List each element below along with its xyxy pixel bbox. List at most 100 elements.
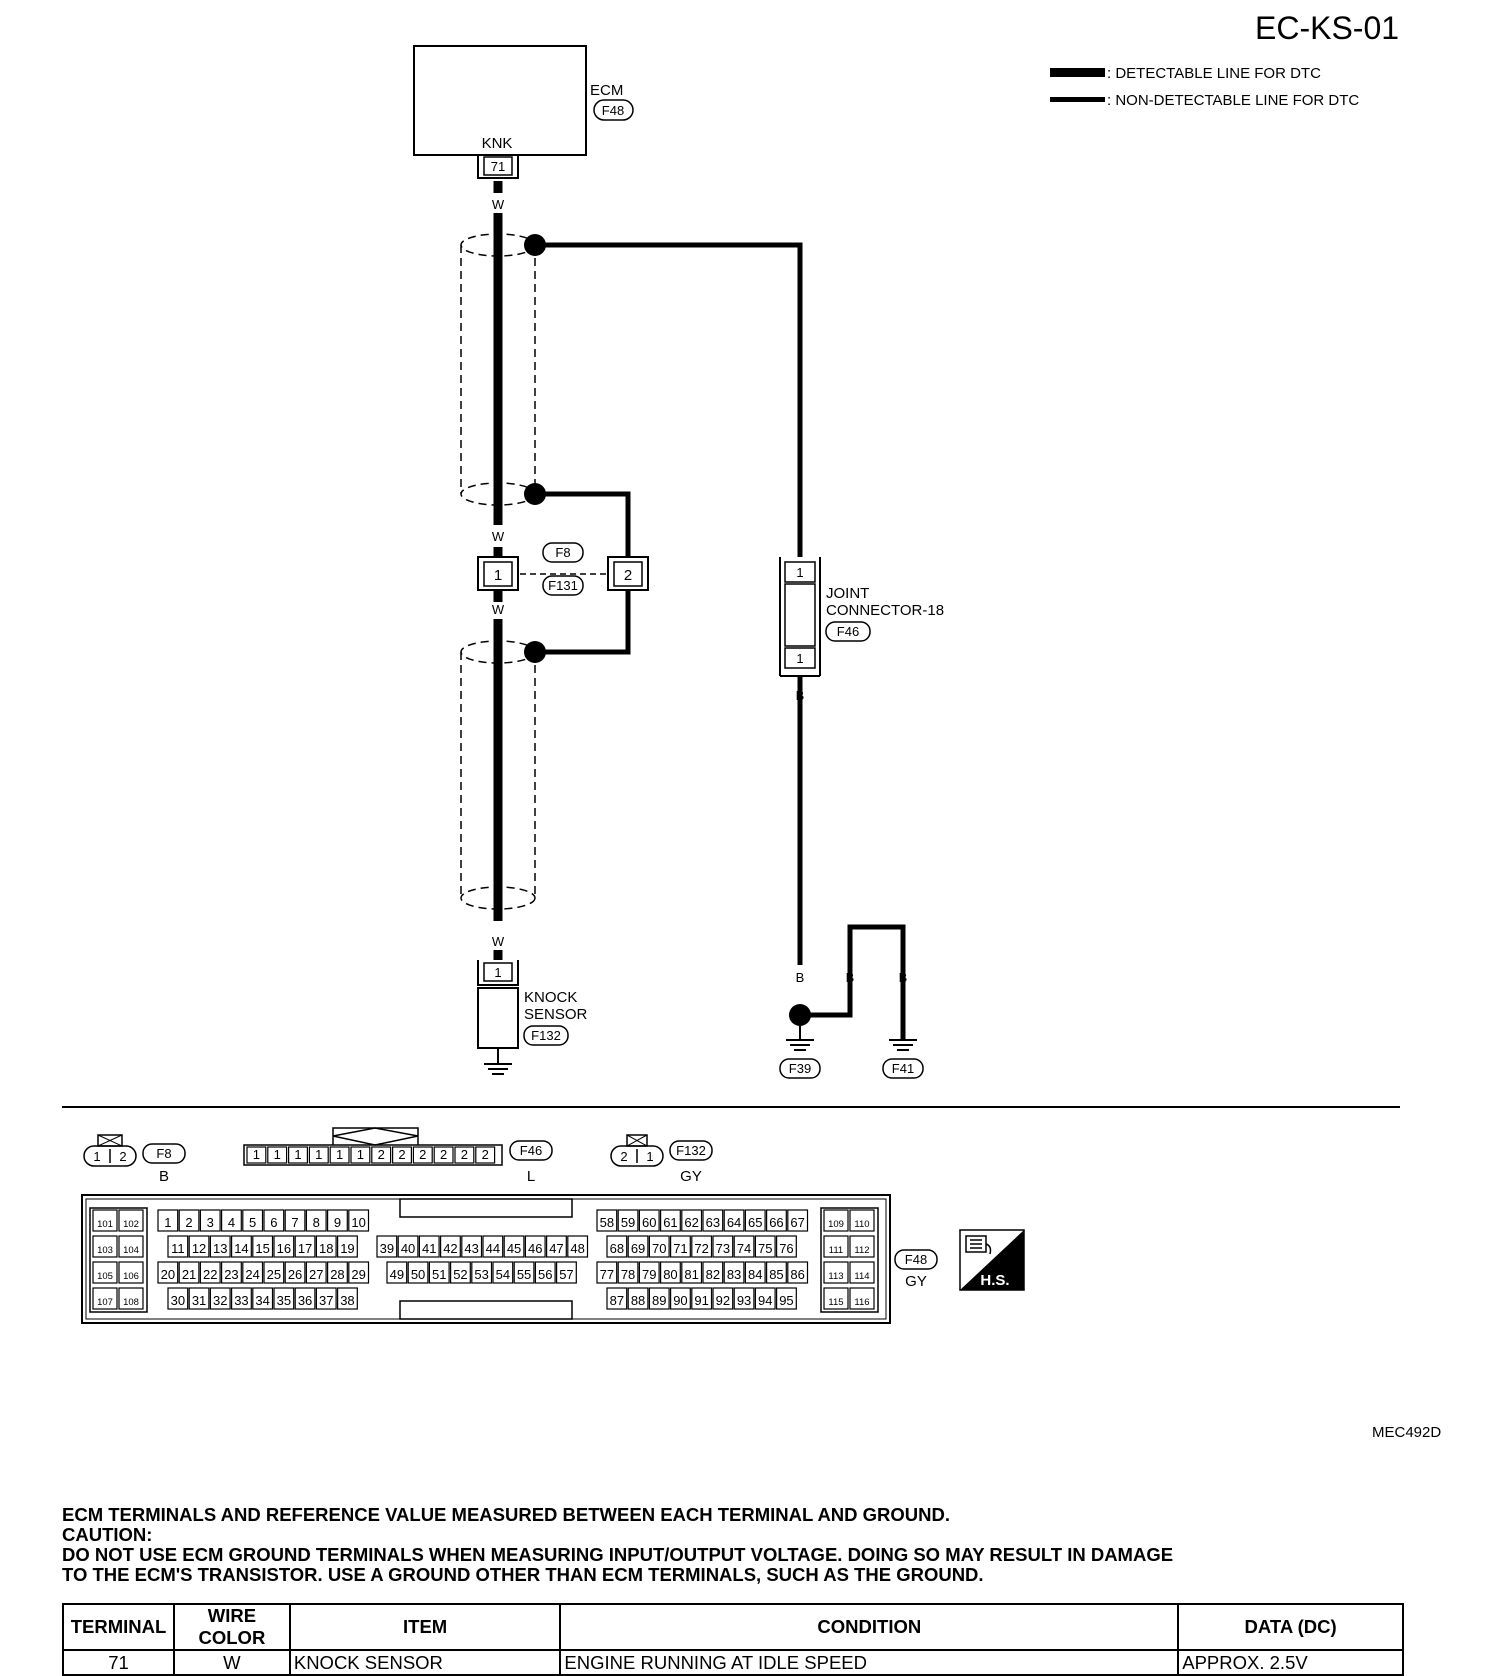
ecm-pin: 78 xyxy=(621,1267,635,1282)
ecm-pin-cell xyxy=(178,1209,200,1232)
splice-dot xyxy=(524,641,546,663)
notes-block: ECM TERMINALS AND REFERENCE VALUE MEASUR… xyxy=(62,1505,1422,1585)
cell-wire-color: W xyxy=(172,1649,291,1676)
ecm-pin: 46 xyxy=(528,1241,542,1256)
ecm-pin: 87 xyxy=(610,1293,624,1308)
ecm-pin-cell xyxy=(315,1287,337,1310)
ecm-pin: 19 xyxy=(340,1241,354,1256)
ecm-pin-cell xyxy=(503,1235,525,1258)
ecm-pin: 29 xyxy=(351,1267,365,1282)
ecm-pin: 14 xyxy=(234,1241,248,1256)
splice-dot xyxy=(524,234,546,256)
ecm-pin: 95 xyxy=(779,1293,793,1308)
col-condition: CONDITION xyxy=(559,1603,1180,1651)
cell-data: APPROX. 2.5V xyxy=(1177,1649,1404,1676)
ecm-pin: 90 xyxy=(673,1293,687,1308)
wire-color-label: W xyxy=(492,602,505,617)
ecm-pin-cell xyxy=(450,1261,471,1284)
ecm-pin: 80 xyxy=(663,1267,677,1282)
ecm-pin-cell xyxy=(638,1209,660,1232)
f46-pin: 2 xyxy=(440,1147,447,1162)
ecm-pin: 9 xyxy=(334,1215,341,1230)
ecm-pin: 3 xyxy=(207,1215,214,1230)
wire-color-label: B xyxy=(796,688,805,703)
ecm-pin-cell xyxy=(534,1261,556,1284)
ecm-pin-cell xyxy=(188,1287,210,1310)
note-line: CAUTION: xyxy=(62,1524,153,1545)
ecm-pin: 115 xyxy=(828,1297,843,1308)
ecm-pin-cell xyxy=(167,1235,189,1258)
ecm-terminal-name: KNK xyxy=(482,135,513,152)
f46-pin: 1 xyxy=(253,1147,260,1162)
knock-sensor-connector-id: F132 xyxy=(531,1028,561,1043)
ecm-pin-cell xyxy=(242,1209,264,1232)
f46-pin: 1 xyxy=(274,1147,281,1162)
ecm-pin: 8 xyxy=(313,1215,320,1230)
ecm-pin-cell xyxy=(765,1209,787,1232)
ecm-pin-cell xyxy=(659,1209,681,1232)
ecm-pin-cell xyxy=(209,1287,231,1310)
ecm-pin: 110 xyxy=(854,1219,869,1230)
ecm-pin-cell xyxy=(294,1235,316,1258)
ecm-pin-cell xyxy=(617,1261,639,1284)
ecm-pin-cell xyxy=(348,1261,370,1284)
ecm-pin-cell xyxy=(294,1287,316,1310)
ecm-pin: 84 xyxy=(748,1267,762,1282)
f8-view-id: F8 xyxy=(156,1146,171,1161)
f48-view-id: F48 xyxy=(905,1252,927,1267)
ecm-pin-cell xyxy=(723,1261,745,1284)
ecm-pin: 45 xyxy=(507,1241,521,1256)
ecm-pin: 68 xyxy=(610,1241,624,1256)
f46-pin: 2 xyxy=(398,1147,405,1162)
ecm-pin: 60 xyxy=(642,1215,656,1230)
wire-color-label: B xyxy=(796,970,805,985)
joint-connector-id: F46 xyxy=(837,624,859,639)
ecm-pin-cell xyxy=(188,1235,210,1258)
knock-sensor-pin: 1 xyxy=(494,965,501,980)
ecm-pin: 105 xyxy=(97,1271,113,1282)
f46-pin: 1 xyxy=(315,1147,322,1162)
ecm-pin-cell xyxy=(231,1235,252,1258)
ecm-pin-cell xyxy=(273,1235,295,1258)
ecm-pin-cell xyxy=(305,1209,327,1232)
ecm-pin: 77 xyxy=(600,1267,614,1282)
ecm-pin: 11 xyxy=(171,1241,185,1256)
ecm-pin-cell xyxy=(471,1261,493,1284)
ecm-pin: 83 xyxy=(727,1267,741,1282)
ground-f41: F41 xyxy=(882,1039,924,1079)
joint-pin-bottom: 1 xyxy=(796,651,803,666)
joint-label-2: CONNECTOR-18 xyxy=(826,602,944,619)
ecm-pin: 30 xyxy=(171,1293,185,1308)
ecm-pin: 92 xyxy=(716,1293,730,1308)
ecm-pin-cell xyxy=(461,1235,483,1258)
ecm-pin-cell xyxy=(617,1209,639,1232)
ecm-pin: 107 xyxy=(97,1297,113,1308)
knock-sensor-label-1: KNOCK xyxy=(524,989,577,1006)
ecm-pin: 56 xyxy=(538,1267,552,1282)
ecm-pin-cell xyxy=(733,1235,755,1258)
f46-pin-cell xyxy=(350,1146,371,1164)
ecm-pin-cell xyxy=(627,1287,649,1310)
ecm-pin: 22 xyxy=(203,1267,217,1282)
ecm-pin: 51 xyxy=(432,1267,446,1282)
ecm-pin: 108 xyxy=(123,1297,139,1308)
col-data: DATA (DC) xyxy=(1177,1603,1404,1651)
ecm-pin-cell xyxy=(167,1287,189,1310)
f48-color: GY xyxy=(905,1273,927,1290)
ecm-pin: 31 xyxy=(192,1293,206,1308)
f46-pin-cell xyxy=(267,1146,288,1164)
f46-pin-cell xyxy=(454,1146,475,1164)
ecm-pin: 71 xyxy=(673,1241,687,1256)
ecm-pin: 35 xyxy=(277,1293,291,1308)
ecm-pin-cell xyxy=(775,1235,797,1258)
ecm-pin: 50 xyxy=(411,1267,425,1282)
ecm-pin-cell xyxy=(118,1261,144,1284)
ecm-pin: 70 xyxy=(652,1241,666,1256)
ecm-pin: 91 xyxy=(694,1293,708,1308)
inline-connector: 1 2 F8 F131 xyxy=(477,542,649,596)
ecm-pin-cell xyxy=(754,1235,776,1258)
joint-pin-top: 1 xyxy=(796,565,803,580)
ecm-pin-cell xyxy=(221,1261,242,1284)
ecm-pin-cell xyxy=(327,1261,348,1284)
ecm-pin-cell xyxy=(92,1209,118,1232)
